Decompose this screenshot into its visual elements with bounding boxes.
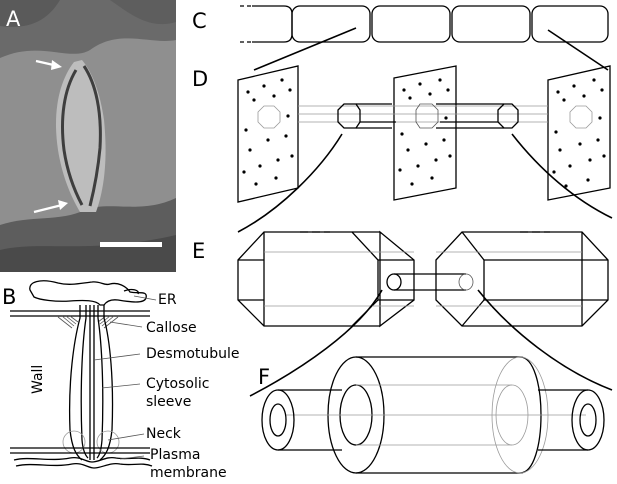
label-plasma-line1: Plasma: [150, 447, 200, 463]
panel-d-letter: D: [192, 67, 208, 91]
panel-f-letter: F: [258, 365, 270, 389]
label-desmotubule: Desmotubule: [146, 346, 240, 362]
panel-f-cylinders: [261, 356, 605, 474]
panel-b-schematic: [10, 280, 157, 469]
label-plasma-line2: membrane: [150, 465, 227, 481]
label-neck: Neck: [146, 426, 182, 442]
label-er: ER: [158, 292, 177, 308]
panel-e-letter: E: [192, 239, 205, 263]
panel-b-letter: B: [2, 285, 16, 309]
arrow-top: [35, 59, 62, 70]
label-callose: Callose: [146, 320, 197, 336]
scale-bar: [100, 242, 162, 247]
panel-c-letter: C: [192, 9, 207, 33]
panel-c-cells: [240, 5, 609, 71]
arrow-bottom: [33, 200, 68, 214]
label-cytosolic-line2: sleeve: [146, 394, 191, 410]
panel-d-walls: [237, 65, 613, 233]
panel-a-micrograph: [0, 0, 176, 272]
panel-a-letter: A: [6, 7, 21, 31]
label-cytosolic-line1: Cytosolic: [146, 376, 209, 392]
label-wall: Wall: [30, 365, 46, 394]
panel-e-prisms: [237, 230, 613, 397]
